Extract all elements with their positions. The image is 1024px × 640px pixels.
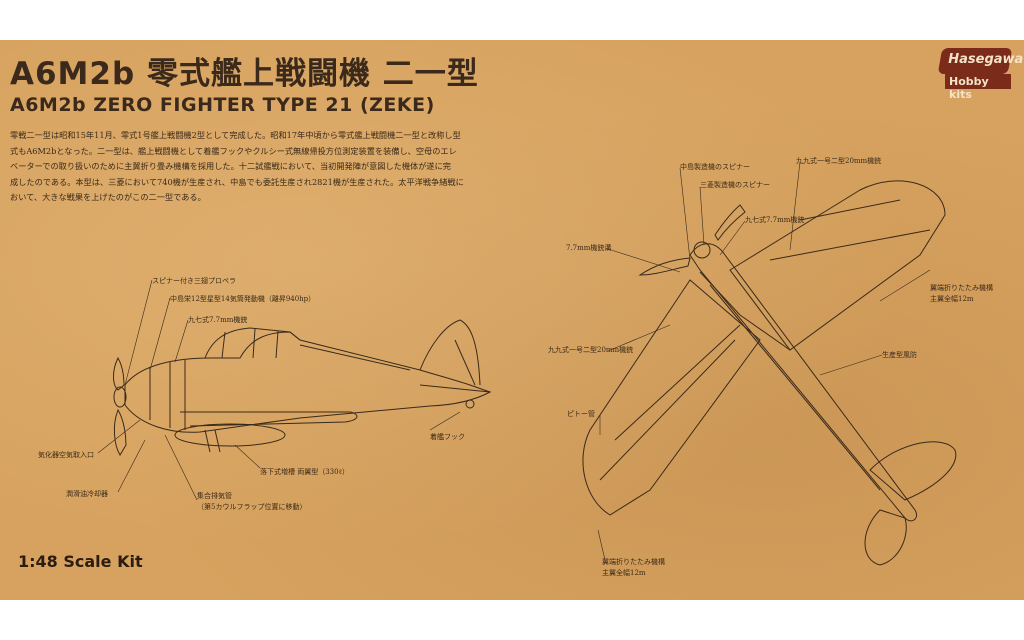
box-art-board: A6M2b 零式艦上戦闘機 二一型 A6M2b ZERO FIGHTER TYP… [0,40,1024,600]
label-wingfold-right-span: 主翼全幅12m [930,295,974,303]
aircraft-line-drawings [97,161,957,566]
label-carb-intake: 気化器空気取入口 [38,451,94,459]
label-propeller: スピナー付き三翅プロペラ [152,277,236,285]
label-drop-tank: 落下式増槽 両翼型（330ℓ） [260,468,349,476]
description-line: 成したのである。本型は、三菱において740機が生産され、中島でも委託生産され28… [10,176,464,187]
label-cannon20: 九九式一号二型20mm機銃 [548,346,634,354]
label-pitot: ピトー管 [567,410,595,418]
label-exhaust-note: （第5カウルフラップ位置に移動） [197,503,307,511]
label-oil-cooler: 潤滑油冷却器 [66,490,108,498]
label-wingfold-bottom-span: 主翼全幅12m [602,569,646,577]
label-armor: 生産型風防 [882,351,917,359]
description-line: おいて、大きな戦果を上げたのがこの二一型である。 [10,192,206,202]
label-mg77-plan: 九七式7.7mm機銃 [745,216,805,224]
scale-label: 1:48 Scale Kit [18,552,143,571]
label-wingfold-right: 翼端折りたたみ機構 [930,284,993,292]
label-cannon20-top: 九九式一号二型20mm機銃 [796,157,882,165]
hobby-kits-badge: Hobby kits [945,74,1011,101]
description-text: 零戦二一型は昭和15年11月、零式1号艦上戦闘機2型として完成した。昭和17年中… [10,128,480,206]
description-line: 零戦二一型は昭和15年11月、零式1号艦上戦闘機2型として完成した。昭和17年中… [10,130,461,140]
side-view-drawing [97,279,492,501]
title-english: A6M2b ZERO FIGHTER TYPE 21 (ZEKE) [10,94,435,116]
label-hook: 着艦フック [430,433,465,441]
label-spinner-nakajima: 中島製造機のスピナー [680,163,750,171]
label-wingfold-bottom: 翼端折りたたみ機構 [602,558,665,566]
title-japanese: A6M2b 零式艦上戦闘機 二一型 [10,56,479,92]
plan-view-drawing [582,161,957,566]
label-mg77-side: 九七式7.7mm機銃 [188,316,248,324]
label-mg77-port: 7.7mm機銃溝 [566,244,612,252]
label-exhaust: 集合排気管 [197,492,232,500]
label-engine: 中島栄12型星型14気筒発動機（離昇940hp） [170,295,316,303]
label-spinner-mitsubishi: 三菱製造機のスピナー [700,181,770,189]
description-line: 式もA6M2bとなった。二一型は、艦上戦闘機として着艦フックやクルシー式無線帰投… [10,145,457,156]
description-line: ベーターでの取り扱いのために主翼折り畳み機構を採用した。十二試艦戦において、当初… [10,161,451,171]
hobby-kits-label: Hobby kits [949,75,989,101]
